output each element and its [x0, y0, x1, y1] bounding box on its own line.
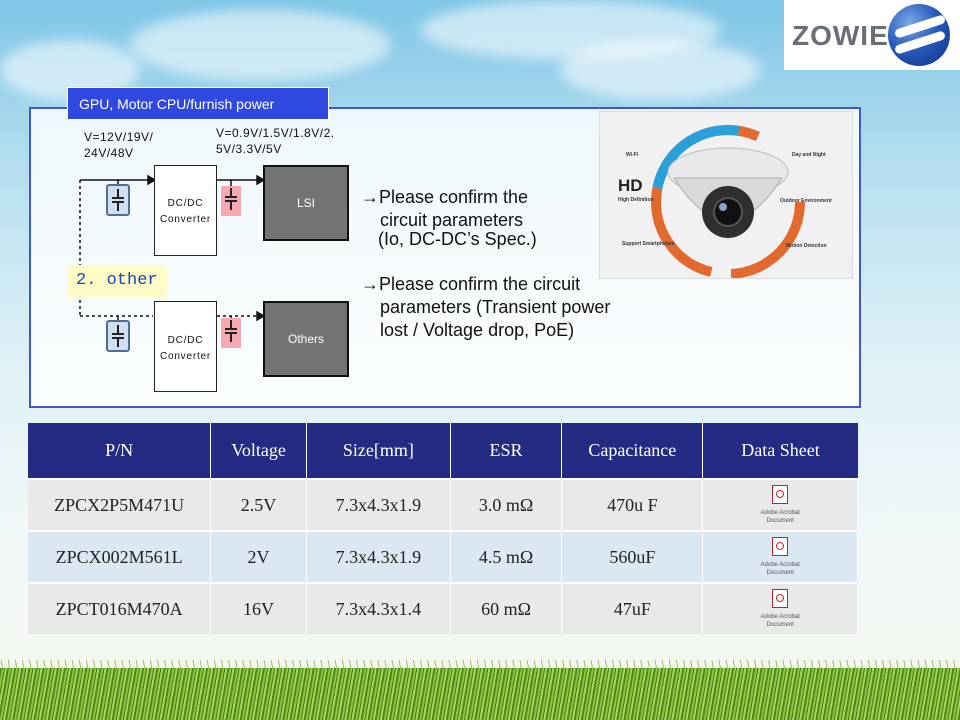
pdf-icon — [772, 485, 789, 504]
camera-photo: Wi-Fi HD High Definition Support Smartph… — [599, 111, 853, 279]
feature-motion: Motion Detection — [786, 243, 827, 249]
datasheet-caption: Adobe Acrobat — [760, 562, 800, 568]
header-datasheet: Data Sheet — [702, 423, 858, 479]
input-voltage-label: V=12V/19V/24V/48V — [84, 130, 154, 160]
globe-icon — [888, 4, 950, 66]
cell-capacitance: 470u F — [561, 478, 704, 531]
other-label: 2. other — [67, 265, 167, 297]
output-capacitor-icon — [221, 318, 241, 348]
header-pn: P/N — [28, 423, 212, 479]
cell-esr: 3.0 mΩ — [450, 478, 563, 531]
cell-capacitance: 47uF — [561, 582, 704, 634]
table-header-row: P/N Voltage Size[mm] ESR Capacitance Dat… — [28, 423, 858, 479]
cell-pn: ZPCT016M470A — [28, 582, 212, 634]
feature-wifi: Wi-Fi — [626, 152, 639, 158]
datasheet-caption: Document — [766, 518, 794, 524]
others-load: Others — [263, 301, 349, 377]
header-capacitance: Capacitance — [561, 423, 704, 479]
cell-pn: ZPCX002M561L — [28, 530, 212, 583]
pdf-icon — [772, 537, 789, 556]
cell-capacitance: 560uF — [561, 530, 704, 583]
input-capacitor-icon — [106, 320, 130, 352]
feature-smartphones: Support Smartphones — [622, 241, 675, 247]
datasheet-link[interactable]: Adobe Acrobat Document — [702, 582, 858, 634]
cell-pn: ZPCX2P5M471U — [28, 478, 212, 531]
feature-day-night: Day and Night — [792, 152, 826, 158]
cell-esr: 4.5 mΩ — [450, 530, 563, 583]
feature-outdoor: Outdoor Environment — [780, 198, 832, 204]
lsi-load: LSI — [263, 165, 349, 241]
cell-size: 7.3x4.3x1.4 — [306, 582, 451, 634]
table-row: ZPCT016M470A 16V 7.3x4.3x1.4 60 mΩ 47uF … — [28, 582, 858, 634]
logo-text: ZOWIE — [792, 20, 889, 51]
table-row: ZPCX002M561L 2V 7.3x4.3x1.9 4.5 mΩ 560uF… — [28, 530, 858, 583]
datasheet-link[interactable]: Adobe Acrobat Document — [702, 478, 858, 531]
header-voltage: Voltage — [210, 423, 307, 479]
output-capacitor-icon — [221, 186, 241, 216]
input-capacitor-icon — [106, 184, 130, 216]
header-esr: ESR — [450, 423, 563, 479]
cell-esr: 60 mΩ — [450, 582, 563, 634]
datasheet-caption: Document — [766, 622, 794, 628]
cell-voltage: 2V — [210, 530, 307, 583]
output-voltage-label: V=0.9V/1.5V/1.8V/2.5V/3.3V/5V — [216, 126, 335, 156]
feature-hd: HD — [618, 176, 643, 195]
datasheet-link[interactable]: Adobe Acrobat Document — [702, 530, 858, 583]
note-transient-power: →Please confirm the circuit parameters (… — [361, 274, 611, 340]
section-title: GPU, Motor CPU/furnish power — [67, 87, 329, 120]
spec-table: P/N Voltage Size[mm] ESR Capacitance Dat… — [28, 423, 858, 634]
pdf-icon — [772, 589, 789, 608]
cell-voltage: 16V — [210, 582, 307, 634]
note-circuit-parameters: →Please confirm the circuit parameters (… — [361, 187, 537, 249]
header-size: Size[mm] — [306, 423, 451, 479]
grass-decoration — [0, 668, 960, 720]
datasheet-caption: Document — [766, 570, 794, 576]
table-row: ZPCX2P5M471U 2.5V 7.3x4.3x1.9 3.0 mΩ 470… — [28, 478, 858, 531]
cell-size: 7.3x4.3x1.9 — [306, 478, 451, 531]
cell-voltage: 2.5V — [210, 478, 307, 531]
cell-size: 7.3x4.3x1.9 — [306, 530, 451, 583]
datasheet-caption: Adobe Acrobat — [760, 614, 800, 620]
cloud — [130, 10, 390, 80]
logo: ZOWIE — [784, 0, 960, 70]
datasheet-caption: Adobe Acrobat — [760, 510, 800, 516]
feature-high-definition: High Definition — [618, 197, 654, 203]
cloud — [560, 40, 760, 100]
